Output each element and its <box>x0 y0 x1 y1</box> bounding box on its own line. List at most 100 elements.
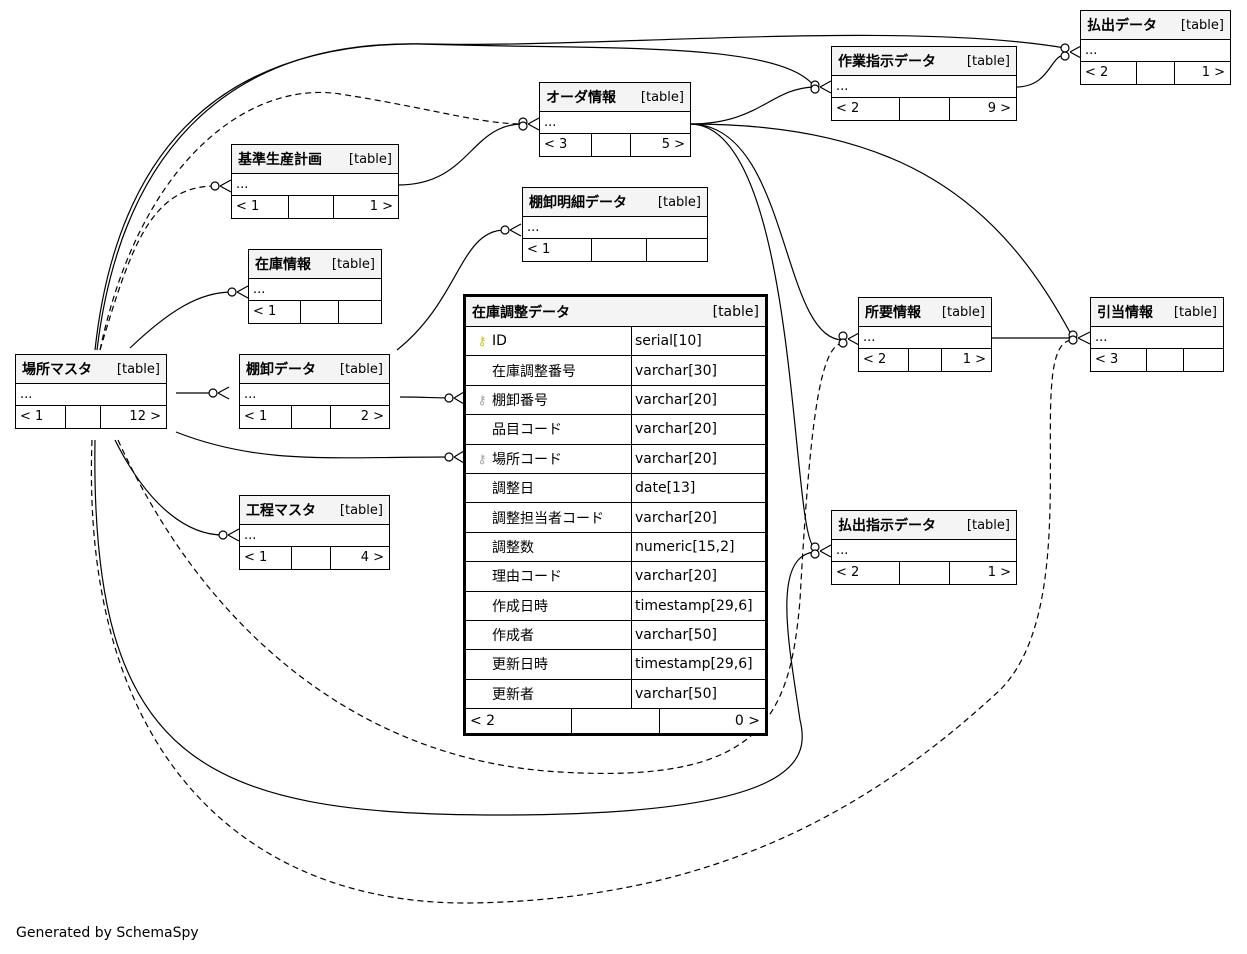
table-kind: [table] <box>348 151 392 167</box>
column-row[interactable]: 更新日時 timestamp[29,6] <box>466 650 765 680</box>
children-count[interactable]: 1 > <box>987 565 1011 580</box>
table-name: 所要情報 <box>865 305 921 321</box>
footer-middle <box>900 98 950 120</box>
table-body: ... <box>240 384 389 406</box>
column-row[interactable]: 調整担当者コード varchar[20] <box>466 503 765 533</box>
table-kind: [table] <box>339 502 383 518</box>
parents-count[interactable]: < 1 <box>232 196 289 218</box>
table-hikiate[interactable]: 引当情報[table] ... < 3 <box>1090 297 1224 372</box>
column-name: 更新日時 <box>492 657 548 674</box>
edge-tanaoroshi-tanameisai <box>396 229 506 351</box>
parents-count[interactable]: < 1 <box>16 406 66 428</box>
table-name: 基準生産計画 <box>238 152 322 168</box>
table-body: ... <box>1091 327 1223 349</box>
footer-middle <box>292 547 331 569</box>
children-count[interactable]: 2 > <box>360 409 384 424</box>
parents-count[interactable]: < 1 <box>240 406 292 428</box>
table-kijun[interactable]: 基準生産計画 [table] ... < 1 1 > <box>231 144 399 219</box>
parents-count[interactable]: < 2 <box>859 349 909 371</box>
children-count[interactable] <box>1184 349 1223 371</box>
parents-count[interactable]: < 2 <box>832 562 900 584</box>
parents-count[interactable]: < 2 <box>1081 62 1137 84</box>
children-count[interactable]: 5 > <box>661 137 685 152</box>
table-kind: [table] <box>640 89 684 105</box>
table-zaiko[interactable]: 在庫情報[table] ... < 1 <box>248 249 382 324</box>
parents-count[interactable]: < 3 <box>540 134 592 156</box>
table-haraishiji[interactable]: 払出指示データ [table] ... < 2 1 > <box>831 510 1017 585</box>
column-type: numeric[15,2] <box>635 538 735 555</box>
column-name: 作成日時 <box>492 598 548 615</box>
children-count[interactable] <box>339 301 381 323</box>
foreign-key-icon: ⚷ <box>477 392 487 407</box>
table-kind: [table] <box>966 517 1010 533</box>
edge-order-haraishiji <box>689 123 816 549</box>
children-count[interactable]: 1 > <box>962 352 986 367</box>
table-name: 払出データ <box>1087 18 1157 34</box>
column-name-cell: 作成日時 <box>466 591 632 620</box>
table-name: 払出指示データ <box>838 518 936 534</box>
parents-count[interactable]: < 3 <box>1091 349 1147 371</box>
table-name: 場所マスタ <box>22 362 92 378</box>
table-body: ... <box>232 174 398 196</box>
table-shoyou[interactable]: 所要情報 [table] ... < 2 1 > <box>858 297 992 372</box>
parents-count[interactable]: < 1 <box>240 547 292 569</box>
column-name-cell: 在庫調整番号 <box>466 356 632 385</box>
edge-basho-kijun-dashed <box>99 185 216 351</box>
table-kind: [table] <box>966 53 1010 69</box>
table-body: ... <box>240 525 389 547</box>
column-name-cell: 作成者 <box>466 620 632 650</box>
table-body: ... <box>1081 40 1230 62</box>
children-count[interactable]: 1 > <box>1201 65 1225 80</box>
table-name: 在庫情報 <box>255 257 311 273</box>
children-count[interactable] <box>647 239 707 261</box>
column-type: date[13] <box>635 480 696 497</box>
footer-middle <box>572 709 660 734</box>
column-type: varchar[30] <box>635 362 717 379</box>
edge-order-hikiate <box>689 123 1074 339</box>
parents-count[interactable]: < 2 <box>832 98 900 120</box>
parents-count[interactable]: < 2 <box>466 709 572 734</box>
column-type: varchar[50] <box>635 685 717 702</box>
column-type: varchar[20] <box>635 421 717 438</box>
children-count[interactable]: 12 > <box>129 409 161 424</box>
column-type: varchar[20] <box>635 509 717 526</box>
column-type: varchar[20] <box>635 450 717 467</box>
column-name-cell: ⚷棚卸番号 <box>466 385 632 415</box>
column-name-cell: 更新日時 <box>466 650 632 679</box>
children-count[interactable]: 9 > <box>987 101 1011 116</box>
table-tanameisai[interactable]: 棚卸明細データ[table] ... < 1 <box>522 187 708 262</box>
children-count[interactable]: 0 > <box>734 713 760 730</box>
column-type: timestamp[29,6] <box>635 656 753 673</box>
table-name: 引当情報 <box>1097 305 1153 321</box>
table-body: ... <box>859 327 991 349</box>
footer-middle <box>66 406 101 428</box>
children-count[interactable]: 4 > <box>360 550 384 565</box>
table-body: ... <box>832 540 1016 562</box>
children-count[interactable]: 1 > <box>369 199 393 214</box>
parents-count[interactable]: < 1 <box>249 301 301 323</box>
edge-basho-hikiate-dashed <box>90 339 1074 904</box>
edge-order-sagyou <box>689 86 816 125</box>
parents-count[interactable]: < 1 <box>523 239 592 261</box>
table-kind: [table] <box>941 304 985 320</box>
column-name: 調整担当者コード <box>492 510 604 527</box>
